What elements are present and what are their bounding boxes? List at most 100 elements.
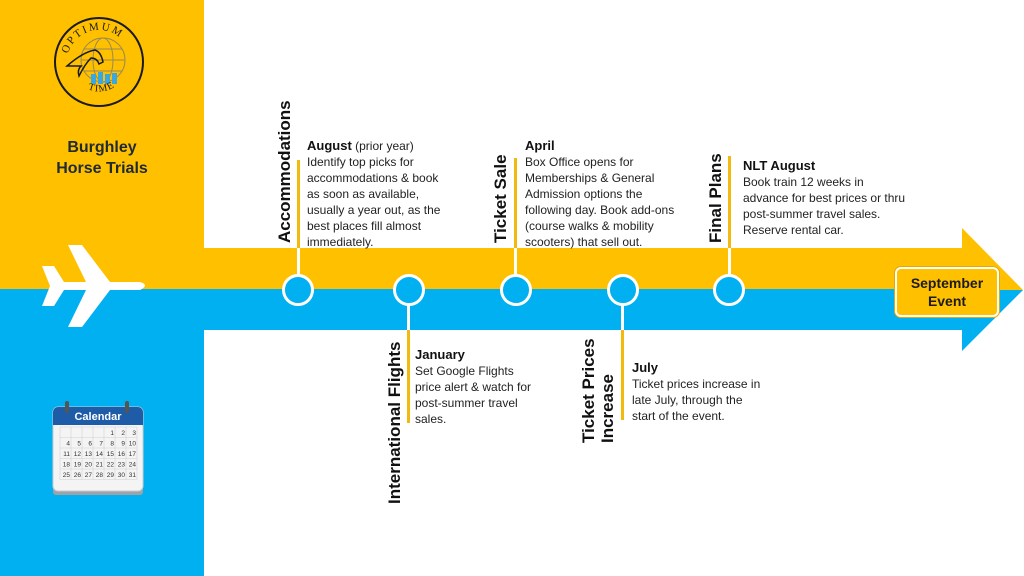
svg-text:11: 11 [63,451,70,458]
connector-white-accommodations [297,248,300,274]
svg-text:8: 8 [110,441,114,448]
desc-line: sales. [415,412,447,426]
desc-line: late July, through the [632,393,743,407]
timeline-node-accommodations [282,274,314,306]
connector-white-final-plans [728,248,731,274]
desc-line: Ticket prices increase in [632,377,761,391]
svg-text:3: 3 [132,430,136,437]
airplane-icon [42,245,145,327]
svg-text:21: 21 [96,462,104,469]
desc-line: accommodations & book [307,171,439,185]
svg-text:6: 6 [88,441,92,448]
desc-line: Book train 12 weeks in [743,175,864,189]
desc-line: Set Google Flights [415,364,514,378]
milestone-desc-final-plans: NLT August Book train 12 weeks in advanc… [743,158,913,238]
milestone-label-ticket-sale: Ticket Sale [491,154,510,243]
desc-line: advance for best prices or thru [743,191,906,205]
connector-accommodations [297,160,300,248]
timeline-node-international-flights [393,274,425,306]
svg-text:9: 9 [121,441,125,448]
page-title: Burghley Horse Trials [0,137,204,179]
svg-text:12: 12 [74,451,82,458]
svg-text:31: 31 [129,472,137,479]
milestone-month: NLT August [743,158,816,173]
svg-text:18: 18 [63,462,71,469]
desc-line: following day. Book add-ons [525,203,675,217]
svg-text:27: 27 [85,472,93,479]
desc-line: as soon as available, [307,187,420,201]
desc-line: immediately. [307,235,374,249]
desc-line: (course walks & mobility [525,219,654,233]
milestone-label-ticket-prices: Ticket Prices [579,338,598,443]
svg-text:15: 15 [107,451,115,458]
svg-text:TIME: TIME [87,80,117,95]
september-event-badge: September Event [895,267,999,317]
desc-line: Reserve rental car. [743,223,844,237]
left-panel-yellow [0,0,204,289]
connector-international-flights [407,330,410,423]
svg-text:1: 1 [110,430,114,437]
milestone-desc-ticket-sale: April Box Office opens for Memberships &… [525,138,700,250]
milestone-desc-ticket-prices-increase: July Ticket prices increase in late July… [632,360,772,424]
milestone-label-increase: Increase [598,374,617,443]
svg-text:5: 5 [77,441,81,448]
desc-line: Memberships & General [525,171,655,185]
desc-line: Identify top picks for [307,155,414,169]
timeline-arrow-blue-band [204,289,964,330]
desc-line: post-summer travel sales. [743,207,881,221]
connector-white-international-flights [407,304,410,330]
desc-line: price alert & watch for [415,380,532,394]
timeline-node-final-plans [713,274,745,306]
title-line-1: Burghley [67,139,137,156]
svg-text:26: 26 [74,472,82,479]
desc-line: post-summer travel [415,396,518,410]
svg-text:16: 16 [118,451,126,458]
optimum-time-logo: OPTIMUM TIME [53,16,145,108]
desc-line: best places fill almost [307,219,422,233]
svg-text:20: 20 [85,462,93,469]
milestone-desc-accommodations: August (prior year) Identify top picks f… [307,138,467,250]
milestone-month-note: (prior year) [355,139,414,153]
timeline-node-ticket-prices-increase [607,274,639,306]
milestone-month: August [307,138,352,153]
svg-text:10: 10 [129,441,137,448]
desc-line: Admission options the [525,187,643,201]
timeline-node-ticket-sale [500,274,532,306]
event-line-2: Event [927,293,967,309]
svg-text:25: 25 [63,472,71,479]
event-line-1: September [910,275,984,291]
milestone-label-accommodations: Accommodations [275,100,294,243]
milestone-month: January [415,347,465,362]
connector-white-ticket-sale [514,248,517,274]
svg-text:Calendar: Calendar [74,411,122,423]
desc-line: usually a year out, as the [307,203,441,217]
desc-line: scooters) that sell out. [525,235,643,249]
svg-text:7: 7 [99,441,103,448]
svg-text:2: 2 [121,430,125,437]
desc-line: start of the event. [632,409,725,423]
connector-ticket-prices-increase [621,330,624,420]
connector-ticket-sale [514,158,517,248]
milestone-month: July [632,360,659,375]
logo-globe-icon: OPTIMUM TIME [54,17,144,107]
svg-text:30: 30 [118,472,126,479]
milestone-desc-international-flights: January Set Google Flights price alert &… [415,347,545,427]
title-line-2: Horse Trials [56,160,148,177]
milestone-label-international-flights: International Flights [385,341,404,504]
svg-text:22: 22 [107,462,115,469]
svg-text:24: 24 [129,462,137,469]
connector-final-plans [728,156,731,248]
svg-text:4: 4 [66,441,70,448]
svg-text:19: 19 [74,462,82,469]
milestone-label-final-plans: Final Plans [706,153,725,243]
timeline-arrow-yellow-band [204,248,964,289]
svg-text:28: 28 [96,472,104,479]
svg-text:13: 13 [85,451,93,458]
milestone-month: April [525,138,555,153]
svg-text:29: 29 [107,472,115,479]
svg-text:23: 23 [118,462,126,469]
desc-line: Box Office opens for [525,155,634,169]
connector-white-ticket-prices-increase [621,304,624,330]
svg-text:14: 14 [96,451,104,458]
